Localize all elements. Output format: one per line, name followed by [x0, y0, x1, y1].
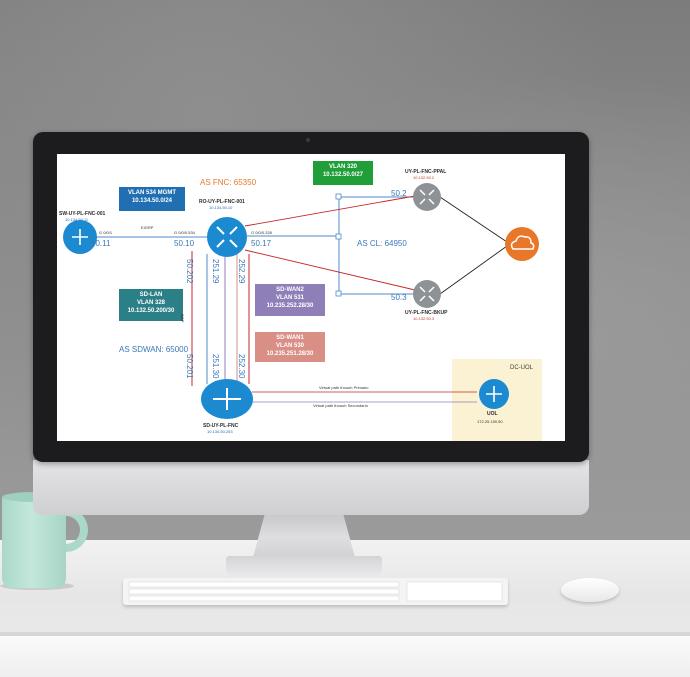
camera-icon — [306, 138, 310, 142]
as-sdwan-label: AS SDWAN: 65000 — [119, 345, 189, 354]
sdwan2-vlan: VLAN 531 — [275, 295, 304, 302]
bus-node-mid — [335, 233, 342, 240]
ro-ip: 10.134.50.10 — [209, 205, 233, 210]
bkup-router-icon — [413, 280, 441, 308]
net-50-2: 50.2 — [391, 189, 407, 198]
net-50-201: 50.201 — [185, 354, 194, 379]
ro-router-icon — [207, 217, 247, 257]
sdlan-subnet: 10.132.50.200/30 — [127, 308, 175, 315]
net-251-29: 251.29 — [211, 259, 220, 284]
cloud-glyph — [510, 235, 535, 250]
ppal-name: UY-PL-FNC-PPAL — [405, 169, 447, 175]
network-links — [63, 183, 542, 441]
sd-ip: 10.134.50.253 — [207, 429, 233, 434]
bgp-ro-ppal — [244, 195, 416, 227]
net-50-202: 50.202 — [185, 259, 194, 284]
ro-name: RO-UY-PL-FNC-001 — [199, 199, 245, 205]
monitor-stand-neck — [252, 515, 356, 561]
sdwan1-box: SD-WAN1 VLAN 530 10.235.251.28/30 — [255, 332, 325, 362]
sdwan1-vlan: VLAN 530 — [275, 343, 304, 350]
sdwan1-subnet: 10.235.251.28/30 — [266, 351, 314, 358]
bus-node-bottom — [335, 290, 342, 297]
bkup-name: UY-PL-FNC-BKUP — [405, 310, 448, 316]
uol-arrows — [486, 386, 502, 402]
net-50-17: 50.17 — [251, 239, 272, 248]
vpath-secondary-label: Virtual path thouuh Secundario — [313, 403, 368, 408]
mouse — [561, 578, 619, 602]
vlan534-title: VLAN 534 MGMT — [127, 190, 176, 196]
ppal-ip: 10.132.50.2 — [413, 175, 435, 180]
net-50-11: 50.11 — [91, 239, 111, 248]
bgp-label: BGP — [180, 314, 185, 323]
ppal-router-icon — [413, 183, 441, 211]
dc-uol-label: DC-UOL — [510, 365, 534, 371]
vlan320-subnet: 10.132.50.0/27 — [322, 172, 364, 179]
link-bkup-cloud — [439, 245, 508, 295]
sw-ip: 10.134.50.11 — [65, 217, 89, 222]
desk-front — [0, 636, 690, 677]
port-g534: G 0/0/0.534 — [174, 230, 195, 235]
bgp-ro-bkup — [244, 249, 416, 291]
bkup-ip: 10.132.50.3 — [413, 316, 435, 321]
ro-arrows — [216, 226, 238, 248]
desk-edge — [0, 632, 690, 636]
net-252-29: 252.29 — [237, 259, 246, 284]
sd-name: SD-UY-PL-FNC — [203, 423, 239, 429]
net-252-30: 252.30 — [237, 354, 246, 379]
sdlan-title: SD-LAN — [139, 292, 163, 298]
port-g001: G 0/0/1 — [99, 230, 113, 235]
sdwan2-box: SD-WAN2 VLAN 531 10.235.252.28/30 — [255, 284, 325, 316]
monitor-screen: AS FNC: 65350 AS CL: 64950 AS SDWAN: 650… — [57, 154, 565, 441]
vlan534-subnet: 10.134.50.0/24 — [131, 198, 173, 205]
monitor-chin — [33, 460, 589, 515]
keyboard-keys — [128, 581, 503, 602]
ppal-arrows — [419, 189, 435, 205]
vlan320-box: VLAN 320 10.132.50.0/27 — [313, 161, 373, 185]
net-50-3: 50.3 — [391, 293, 407, 302]
eigrp-label: EIGRP — [141, 225, 154, 230]
cloud-icon — [505, 227, 539, 261]
uol-name: UOL — [487, 411, 498, 417]
port-g328: G 0/0/0.328 — [251, 230, 272, 235]
net-50-10: 50.10 — [174, 239, 195, 248]
sdwan1-title: SD-WAN1 — [276, 335, 304, 341]
vlan534-box: VLAN 534 MGMT 10.134.50.0/24 — [119, 187, 185, 211]
net-251-30: 251.30 — [211, 354, 220, 379]
keyboard — [123, 578, 508, 605]
vlan320-title: VLAN 320 — [328, 164, 357, 170]
link-ppal-cloud — [439, 196, 508, 243]
sdlan-box: SD-LAN VLAN 328 10.132.50.200/30 — [119, 289, 183, 321]
bkup-arrows — [419, 286, 435, 302]
uol-ip: 172.25.159.50 — [477, 419, 503, 424]
sdwan2-title: SD-WAN2 — [276, 287, 304, 293]
sdlan-vlan: VLAN 328 — [136, 300, 165, 307]
bus-node-top — [335, 193, 342, 200]
sw-arrows — [72, 229, 88, 245]
as-fnc-label: AS FNC: 65350 — [200, 178, 257, 187]
as-cl-label: AS CL: 64950 — [357, 239, 407, 248]
monitor-stand-base — [226, 556, 382, 578]
sw-name: SW-UY-PL-FNC-001 — [59, 211, 106, 217]
sd-arrows — [213, 388, 241, 410]
vpath-primary-label: Virtual path thouuh Primario — [319, 385, 369, 390]
sdwan2-subnet: 10.235.252.28/30 — [266, 303, 314, 310]
